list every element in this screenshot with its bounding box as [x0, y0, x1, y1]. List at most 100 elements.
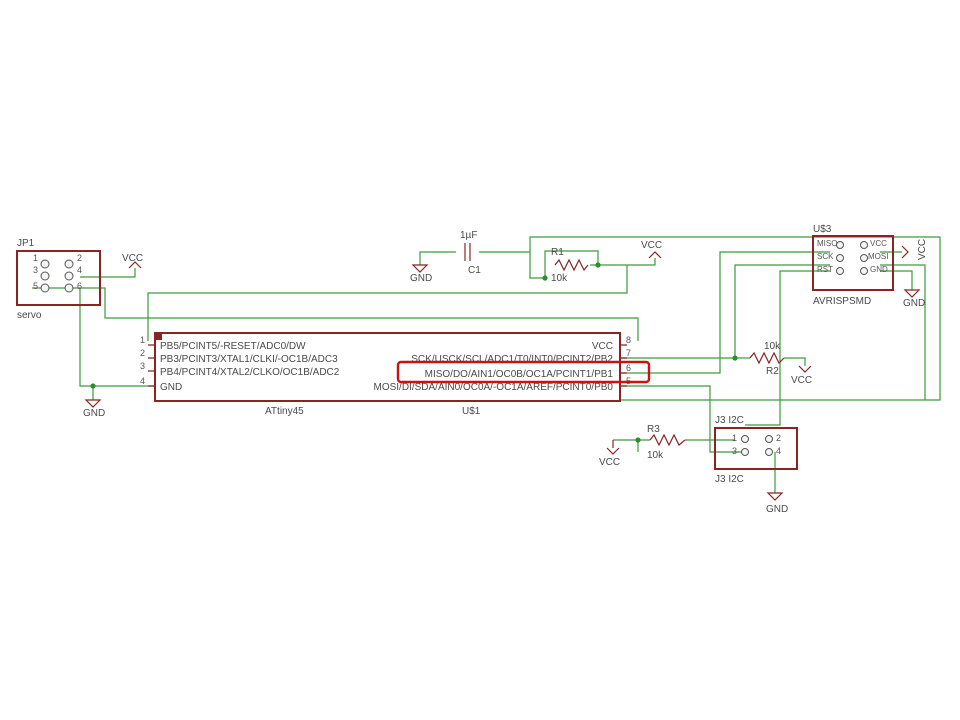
net-cap-top: [479, 251, 545, 279]
vcc-symbol: VCC: [122, 253, 143, 269]
u3-pin-label: SCK: [817, 252, 834, 261]
vcc-symbol-r3: VCC: [599, 440, 620, 468]
net-cap-gnd: [419, 251, 456, 265]
resistor-r2[interactable]: 10k R2: [749, 341, 785, 377]
net-jp1-vcc: [80, 268, 136, 278]
resistor-zigzag: [749, 351, 785, 365]
u1-pin-number: 8: [626, 335, 631, 345]
gnd-symbol-j3: GND: [766, 492, 788, 515]
u3-pad: [860, 241, 868, 249]
u3-value: AVRISPSMD: [813, 296, 871, 307]
jp1-pin-number: 6: [77, 281, 82, 291]
junction-dot: [90, 383, 96, 389]
gnd-symbol: GND: [83, 399, 105, 419]
u1-pin-number: 6: [626, 363, 631, 373]
net-gnd-main: [79, 288, 155, 387]
jp1-pad: [40, 283, 50, 293]
u3-pin-label: VCC: [870, 239, 887, 248]
u3-name: U$3: [813, 224, 832, 235]
r3-value: 10k: [647, 450, 664, 461]
jp1-pin-number: 1: [33, 253, 38, 263]
u3-pin-label: GND: [870, 265, 888, 274]
vcc-label: VCC: [641, 240, 662, 251]
u1-pin-number: 7: [626, 348, 631, 358]
r1-value: 10k: [551, 273, 568, 284]
u3-pad: [836, 254, 844, 262]
u3-pin-label: RST: [817, 265, 833, 274]
avrisp-header[interactable]: U$3 AVRISPSMD MISO SCK RST VCC MOSI GND: [812, 224, 894, 307]
net-miso: [620, 251, 830, 374]
resistor-r1[interactable]: R1 10k: [551, 247, 589, 284]
jp1-pad: [64, 271, 74, 281]
net-sck: [620, 264, 830, 359]
u1-right-pin-line: [620, 344, 627, 387]
vcc-arrow-icon: [798, 365, 812, 373]
u3-pad: [836, 241, 844, 249]
vcc-label: VCC: [917, 239, 928, 260]
u1-outline: [154, 332, 621, 402]
r2-name: R2: [766, 366, 779, 377]
u1-left-pin-line: [148, 344, 155, 387]
gnd-triangle-icon: [84, 399, 102, 408]
pin1-marker: [155, 333, 162, 340]
vcc-arrow-icon: [648, 251, 662, 259]
net-rst: [745, 270, 830, 426]
junction-dot: [635, 437, 641, 443]
highlight-box-miso: [396, 360, 651, 384]
vcc-symbol-r2: VCC: [791, 365, 812, 386]
u3-pin-label: MOSI: [868, 252, 888, 261]
u1-pin-label: GND: [160, 382, 182, 393]
u1-pin-label: MISO/DO/AIN1/OC0B/OC1A/PCINT1/PB1: [425, 369, 614, 380]
net-top-avrisp: [529, 236, 941, 401]
vcc-arrow-icon: [606, 447, 620, 455]
u1-pin-number: 2: [140, 348, 145, 358]
c1-value: 1µF: [460, 230, 477, 241]
net-r1-bypass: [544, 250, 599, 278]
c1-name: C1: [468, 265, 481, 276]
u1-pin-label: MOSI/DI/SDA/AIN0/OC0A/-OC1A/AREF/PCINT0/…: [373, 382, 613, 393]
net-mosi: [620, 385, 745, 453]
u1-value: ATtiny45: [265, 406, 304, 417]
resistor-zigzag: [649, 433, 686, 447]
jp1-pad: [40, 259, 50, 269]
vcc-label: VCC: [122, 253, 143, 264]
jp1-pad: [40, 271, 50, 281]
j3-i2c-header[interactable]: J3 I2C J3 I2C 1 2 3 4: [714, 415, 798, 485]
net-pb5: [147, 265, 628, 341]
u1-pin-label: PB4/PCINT4/XTAL2/CLKO/OC1B/ADC2: [160, 367, 340, 378]
u3-outline: [812, 235, 894, 291]
net-r2-vcc: [784, 357, 806, 366]
j3-pin-number: 2: [776, 433, 781, 443]
jp1-pin-number: 5: [33, 281, 38, 291]
j3-name: J3 I2C: [715, 415, 744, 426]
gnd-label: GND: [903, 298, 925, 309]
j3-pad: [741, 448, 749, 456]
j3-outline: [714, 427, 798, 470]
gnd-triangle-icon: [411, 264, 429, 273]
u3-pad: [860, 254, 868, 262]
gnd-label: GND: [83, 408, 105, 419]
u3-pad: [860, 267, 868, 275]
vcc-arrow-icon: [901, 245, 909, 259]
j3-pin-number: 3: [732, 446, 737, 456]
nets: [32, 236, 941, 493]
net-avrisp-mosi: [880, 264, 926, 400]
vcc-symbol-r1: VCC: [641, 240, 662, 259]
u1-pin-number: 4: [140, 376, 145, 386]
gnd-label: GND: [410, 273, 432, 284]
j3-pad: [741, 435, 749, 443]
j3-value: J3 I2C: [715, 474, 744, 485]
jp1-header[interactable]: JP1 servo 1 2 3 4 5 6: [16, 238, 101, 321]
jp1-pin-number: 4: [77, 265, 82, 275]
resistor-zigzag: [554, 258, 589, 272]
capacitor-c1[interactable]: 1µF C1: [460, 230, 481, 276]
attiny45-chip[interactable]: 1 2 3 4 PB5/PCINT5/-RESET/ADC0/DW PB3/PC…: [140, 332, 631, 417]
net-jp1-pin5: [32, 287, 639, 341]
net-r1-right: [590, 258, 656, 266]
jp1-pad: [64, 259, 74, 269]
jp1-outline: [16, 250, 101, 306]
resistor-r3[interactable]: R3 10k: [647, 424, 686, 461]
gnd-label: GND: [766, 504, 788, 515]
gnd-triangle-icon: [903, 289, 921, 298]
